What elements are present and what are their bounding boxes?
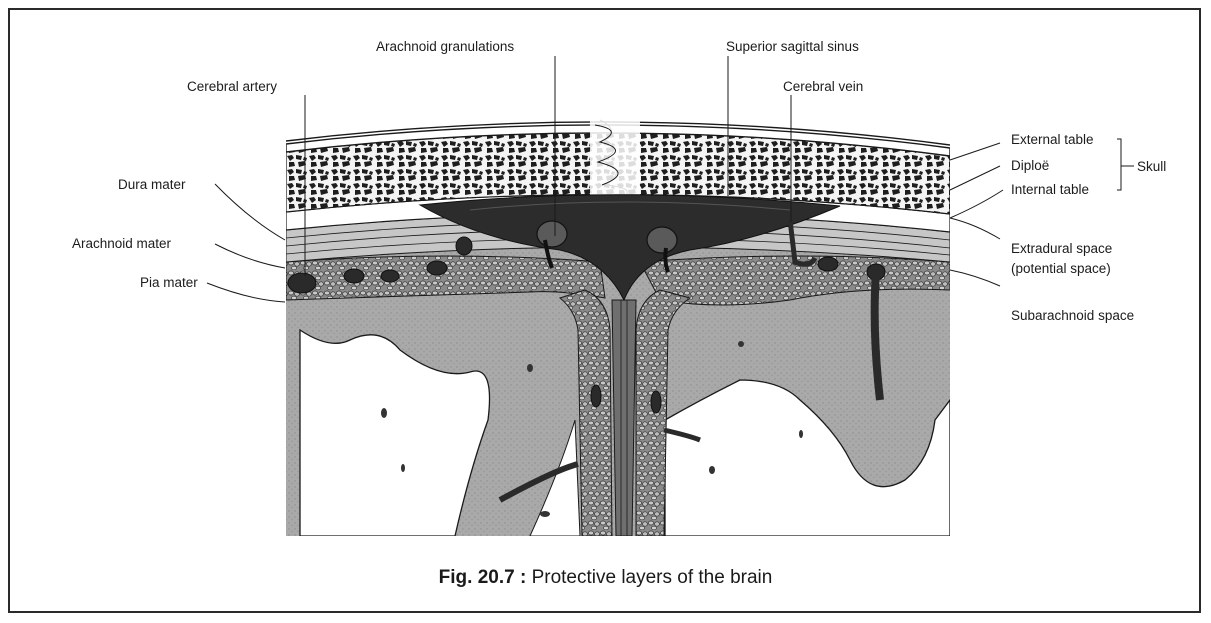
caption-text: Protective layers of the brain <box>532 567 773 588</box>
label-subarachnoid-space: Subarachnoid space <box>1011 308 1134 323</box>
label-internal-table: Internal table <box>1011 182 1089 197</box>
label-cerebral-artery: Cerebral artery <box>187 79 277 94</box>
falx-cerebri <box>612 300 636 536</box>
caption-figure-number: Fig. 20.7 : <box>439 567 527 588</box>
label-superior-sagittal-sinus: Superior sagittal sinus <box>726 39 859 54</box>
label-cerebral-vein: Cerebral vein <box>783 79 863 94</box>
label-dura-mater: Dura mater <box>118 177 186 192</box>
label-extradural-space: Extradural space <box>1011 241 1112 256</box>
anatomical-drawing <box>286 118 950 536</box>
label-potential-space: (potential space) <box>1011 261 1111 276</box>
label-pia-mater: Pia mater <box>140 275 198 290</box>
figure-caption: Fig. 20.7 : Protective layers of the bra… <box>0 567 1211 589</box>
label-diploe: Diploë <box>1011 158 1049 173</box>
label-external-table: External table <box>1011 132 1094 147</box>
label-arachnoid-granulations: Arachnoid granulations <box>376 39 514 54</box>
label-arachnoid-mater: Arachnoid mater <box>72 236 172 251</box>
label-skull: Skull <box>1137 159 1166 174</box>
